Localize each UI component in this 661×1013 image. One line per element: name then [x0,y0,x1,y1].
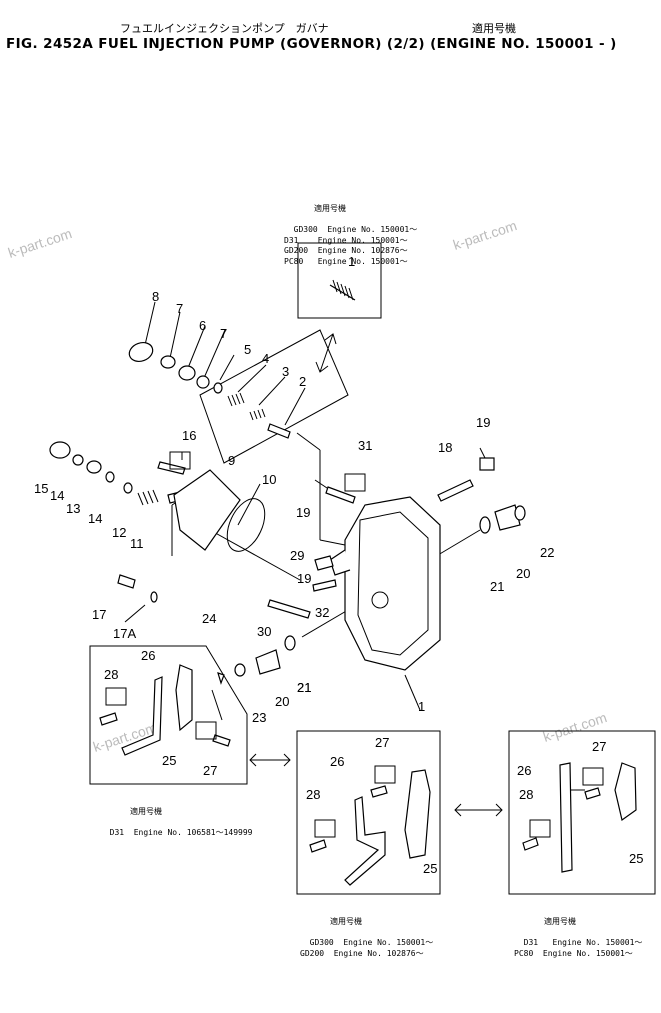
left-small-parts [49,441,241,551]
callout: 20 [516,566,530,581]
inset-box-top [297,242,382,319]
marker-box [169,451,191,470]
callout: 21 [297,680,311,695]
callout: 23 [252,710,266,725]
callout: 24 [202,611,216,626]
marker-box [344,473,366,492]
callout: 12 [112,525,126,540]
note-left: 適用号機 D31 Engine No. 106581～149999 [100,786,253,839]
callout: 7 [176,301,183,316]
japanese-title: フュエルインジェクションポンプ ガバナ [120,22,329,35]
japanese-applicable: 適用号機 [472,22,516,35]
callout: 25 [629,851,643,866]
callout: 27 [375,735,389,750]
callout: 4 [262,351,269,366]
callout: 19 [476,415,490,430]
marker-box [374,765,396,784]
note-top-line: PC80 Engine No. 150001～ [284,256,408,266]
note-middle-line: GD200 Engine No. 102876～ [300,948,424,958]
note-left-heading: 適用号機 [130,807,162,816]
note-right-line: D31 Engine No. 150001～ [523,938,643,947]
note-top-line: D31 Engine No. 150001～ [284,235,408,245]
spring-part-2-inset [329,279,356,301]
marker-box [582,767,604,786]
note-top-line: GD200 Engine No. 102876～ [284,246,408,255]
inset-box-valve [199,329,349,464]
callout: 21 [297,680,311,695]
inset-box-right [508,730,656,895]
callout: 19 [297,571,311,586]
callout: 3 [282,364,289,379]
callout: 19 [296,505,310,520]
callout: 28 [104,667,118,682]
callout: 25 [162,753,176,768]
callout: 31 [358,438,372,453]
marker-box [195,721,217,740]
inset-box-left [89,645,248,785]
callout: 27 [592,739,606,754]
watermark: k-part.com [6,225,74,261]
callout: 21 [490,579,504,594]
callout: 10 [262,472,276,487]
note-middle-line: GD300 Engine No. 150001～ [309,938,434,947]
callout: 30 [257,624,271,639]
marker-box [529,819,551,838]
callout: 13 [66,501,80,516]
o-ring-10 [226,498,266,552]
callout: 18 [438,440,452,455]
inset-box-middle [296,730,441,895]
callout: 17 [92,607,106,622]
callout: 14 [88,511,102,526]
callout: 26 [330,754,344,769]
callout: 5 [244,342,251,357]
lever-assembly-middle [309,769,431,886]
callouts: 1 1 2 3 4 5 6 7 7 8 9 10 11 12 13 14 14 … [34,254,643,876]
note-middle: 適用号機 GD300 Engine No. 150001～ GD200 Engi… [300,896,433,959]
callout: 29 [290,548,304,563]
note-top: 適用号機 GD300 Engine No. 150001～ D31 Engine… [284,183,417,267]
double-arrow-icon [454,803,503,817]
note-middle-heading: 適用号機 [330,917,362,926]
callout: 1 [418,699,425,714]
callout: 27 [203,763,217,778]
callout: 20 [275,694,289,709]
note-top-heading: 適用号機 [314,204,346,213]
callout: 28 [519,787,533,802]
bolts-and-plugs [117,457,526,685]
callout: 32 [315,605,329,620]
figure-title: FIG. 2452A FUEL INJECTION PUMP (GOVERNOR… [6,36,617,52]
double-arrow-icon [315,333,337,373]
lever-assembly-left [99,664,231,756]
callout: 22 [540,545,554,560]
note-left-line: D31 Engine No. 106581～149999 [109,828,253,837]
marker-box [105,687,127,706]
callout: 8 [152,289,159,304]
watermark: k-part.com [451,217,519,253]
callout: 17A [113,626,136,641]
callout: 26 [141,648,155,663]
note-top-line: GD300 Engine No. 150001～ [293,225,418,234]
callout: 16 [182,428,196,443]
callout: 6 [199,318,206,333]
double-arrow-icon [249,753,291,767]
callout: 11 [130,536,144,551]
note-right: 適用号機 D31 Engine No. 150001～ PC80 Engine … [514,896,642,959]
callout: 9 [228,453,235,468]
note-right-line: PC80 Engine No. 150001～ [514,948,633,958]
lever-assembly-right [522,762,637,873]
callout: 15 [34,481,48,496]
callout: 7 [220,326,227,341]
callout: 26 [517,763,531,778]
callout: 25 [423,861,437,876]
callout: 2 [299,374,306,389]
callout: 1 [348,254,355,269]
note-right-heading: 適用号機 [544,917,576,926]
valve-components [128,341,291,439]
callout: 14 [50,488,64,503]
callout: 28 [306,787,320,802]
marker-box [314,819,336,838]
governor-housing [329,496,441,671]
